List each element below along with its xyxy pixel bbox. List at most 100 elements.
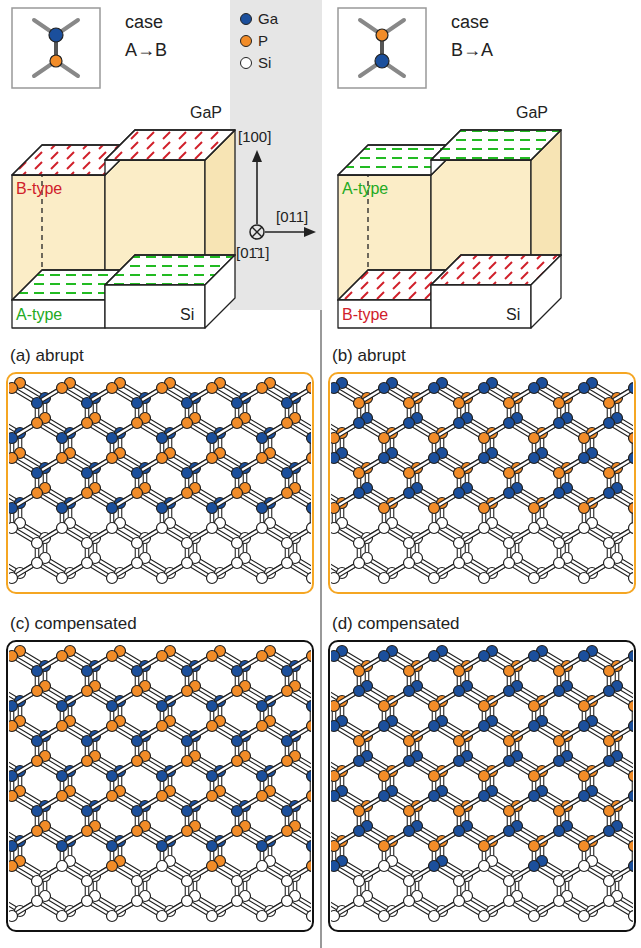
atom [629, 573, 634, 584]
atom [354, 468, 365, 479]
atom [107, 841, 118, 852]
atom [257, 791, 268, 802]
atom [207, 383, 218, 394]
atom [82, 806, 93, 817]
atom [157, 841, 168, 852]
atom [307, 383, 312, 394]
atom [82, 686, 93, 697]
atom [157, 523, 168, 534]
atom [379, 503, 390, 514]
atom [32, 876, 43, 887]
atom [32, 558, 43, 569]
atom [379, 453, 390, 464]
crystal-lattice [9, 646, 311, 922]
atom [629, 453, 634, 464]
atom [107, 573, 118, 584]
atom [331, 433, 340, 444]
bond-inset-left [12, 8, 100, 88]
atom [282, 418, 293, 429]
atom [57, 721, 68, 732]
atom [379, 383, 390, 394]
atom [82, 736, 93, 747]
atom [157, 383, 168, 394]
atom [207, 701, 218, 712]
atom [132, 826, 143, 837]
atom [207, 911, 218, 922]
atom [331, 453, 340, 464]
atom [232, 686, 243, 697]
atom [604, 488, 615, 499]
atom [454, 538, 465, 549]
atom [232, 876, 243, 887]
atom [257, 721, 268, 732]
atom [257, 453, 268, 464]
atom [554, 488, 565, 499]
atom [107, 503, 118, 514]
atom [9, 573, 18, 584]
atom [132, 558, 143, 569]
atom [282, 686, 293, 697]
atom [404, 418, 415, 429]
atom [57, 771, 68, 782]
atom [282, 826, 293, 837]
atom [57, 841, 68, 852]
atom [182, 896, 193, 907]
atom [57, 651, 68, 662]
atom [182, 756, 193, 767]
atom [232, 806, 243, 817]
atom [354, 398, 365, 409]
atom [429, 433, 440, 444]
atom [257, 503, 268, 514]
atom [32, 398, 43, 409]
atom [629, 433, 634, 444]
atom [257, 841, 268, 852]
atom [282, 806, 293, 817]
atom [429, 503, 440, 514]
crystal-lattice [331, 378, 633, 584]
atom [57, 503, 68, 514]
axes [250, 150, 316, 239]
crystal-lattice [331, 646, 633, 922]
atom [57, 701, 68, 712]
atom [282, 736, 293, 747]
atom [454, 488, 465, 499]
atom [107, 701, 118, 712]
atom [32, 756, 43, 767]
atom [232, 756, 243, 767]
atom [9, 651, 18, 662]
atom [504, 468, 515, 479]
atom [182, 686, 193, 697]
atom [132, 488, 143, 499]
atom [257, 911, 268, 922]
atom [629, 523, 634, 534]
atom [157, 721, 168, 732]
atom [404, 558, 415, 569]
atom [232, 826, 243, 837]
atom [404, 538, 415, 549]
atom [32, 538, 43, 549]
atom [57, 383, 68, 394]
atom [479, 453, 490, 464]
atom [232, 468, 243, 479]
atom [182, 736, 193, 747]
atom [82, 756, 93, 767]
atom [57, 791, 68, 802]
atom [32, 826, 43, 837]
atom [107, 911, 118, 922]
atom [182, 558, 193, 569]
atom [282, 666, 293, 677]
atom [504, 538, 515, 549]
atom [157, 503, 168, 514]
atom [157, 651, 168, 662]
atom [257, 771, 268, 782]
atom [331, 523, 340, 534]
atom [207, 433, 218, 444]
atom [579, 503, 590, 514]
atom [32, 418, 43, 429]
atom [107, 433, 118, 444]
atom [529, 433, 540, 444]
atom [479, 433, 490, 444]
atom [9, 503, 18, 514]
atom [454, 558, 465, 569]
atom [232, 418, 243, 429]
